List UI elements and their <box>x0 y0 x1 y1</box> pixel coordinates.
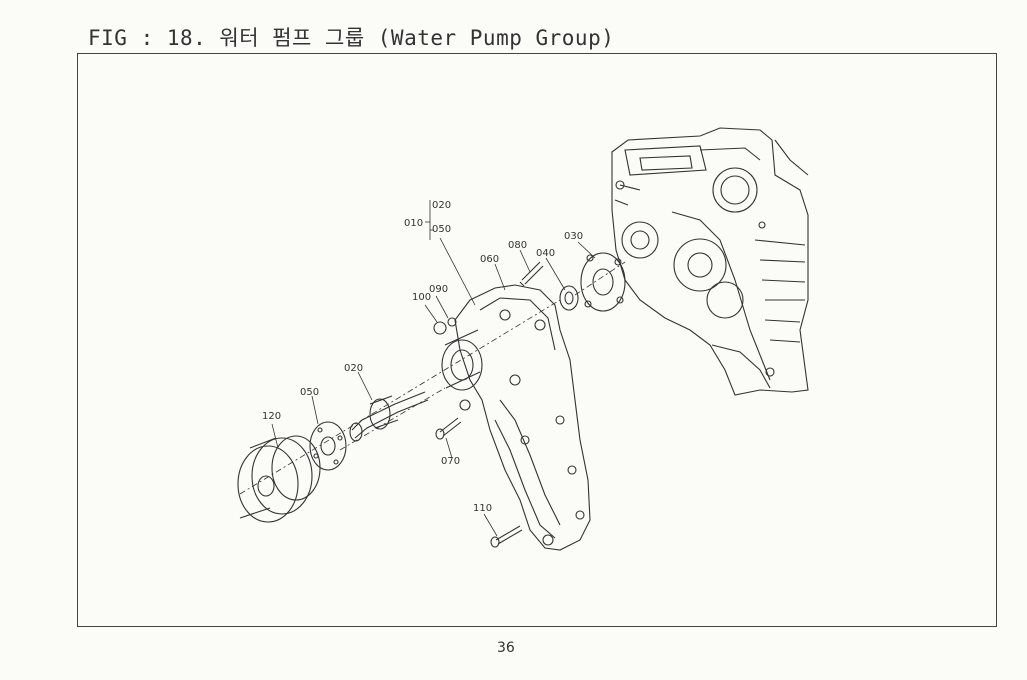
callout-010: 010 <box>404 218 423 229</box>
leader-lines <box>271 200 596 537</box>
alignment-axes <box>239 261 626 495</box>
callout-090: 090 <box>429 284 448 295</box>
callout-050: 050 <box>300 387 319 398</box>
flange-050-drawing <box>309 421 347 471</box>
bolt-110-drawing <box>490 525 523 548</box>
callout-020: 020 <box>344 363 363 374</box>
callout-110: 110 <box>473 503 492 514</box>
callout-080: 080 <box>508 240 527 251</box>
callout-060: 060 <box>480 254 499 265</box>
stud-080-drawing <box>519 261 544 287</box>
callout-030: 030 <box>564 231 583 242</box>
callout-070: 070 <box>441 456 460 467</box>
page-number: 36 <box>497 640 515 656</box>
shaft-bearing-020-drawing <box>349 391 429 442</box>
callout-050-top: 050 <box>432 224 451 235</box>
pulley-120-drawing <box>237 435 321 523</box>
figure-title: FIG : 18. 워터 펌프 그룹 (Water Pump Group) <box>88 26 615 50</box>
callout-100: 100 <box>412 292 431 303</box>
callout-020-top: 020 <box>432 200 451 211</box>
callout-120: 120 <box>262 411 281 422</box>
engine-block-drawing <box>611 127 809 396</box>
seal-ring-040-drawing <box>559 285 579 311</box>
bolt-100-drawing <box>433 317 457 335</box>
bolt-070-drawing <box>435 417 462 440</box>
figure-frame <box>77 53 997 627</box>
pump-housing-060-drawing <box>441 284 591 551</box>
gasket-030-drawing <box>580 252 626 312</box>
callout-040: 040 <box>536 248 555 259</box>
